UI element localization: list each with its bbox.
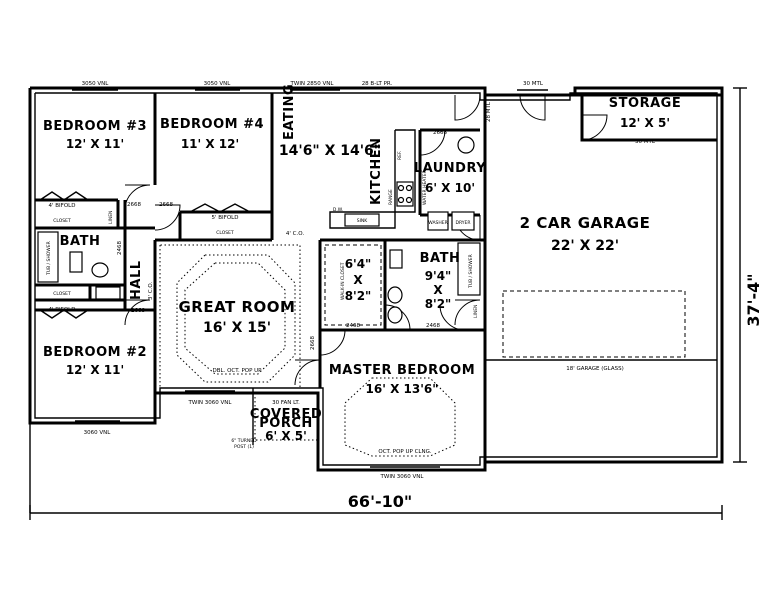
great-room-size: 16' X 15' [203,320,271,336]
kitchen-label: KITCHEN [369,138,384,205]
hall-label: HALL [129,260,144,300]
bedroom3-size: 12' X 11' [66,137,124,151]
hall-tub [37,231,59,283]
note-bifold-b2: 4' BIFOLD [49,307,76,313]
note-front-door: 28 B-LT PR. [362,81,393,87]
note-wh: WATER HEATER [422,170,428,205]
laundry-name: LAUNDRY [414,161,486,176]
bedroom2-size: 12' X 11' [66,363,124,377]
note-range: RANGE [388,189,394,205]
note-door-laundry: 2668 [433,130,447,136]
ceiling-outlines [159,244,456,457]
garage-name: 2 CAR GARAGE [520,214,651,232]
eating-label: EATING [282,84,297,140]
wic-size-x: X [353,273,363,287]
washer-icon [427,211,449,231]
wic-size-1: 6'4" [345,257,372,271]
note-walk-in: WALK-IN CLOSET [340,262,346,300]
note-garage-win: 30 MTL [523,81,544,87]
note-door-bath: 2468 [117,241,123,255]
note-door-b2: 2668 [131,308,145,314]
garage-door [485,290,717,361]
wic-size-2: 8'2" [345,289,372,303]
bedroom3-name: BEDROOM #3 [43,119,147,134]
note-door-b4: 2668 [159,202,173,208]
note-win-eating: TWIN 2850 VNL [290,81,335,87]
note-sink: SINK [357,218,369,224]
note-bifold-b3: 4' BIFOLD [49,203,76,209]
note-garage-door: 18' GARAGE (GLASS) [566,366,624,372]
note-linen-master: LINEN [473,305,479,318]
door-swings [124,94,608,386]
master-sink-2 [387,306,403,324]
porch-line2: PORCH [259,416,313,431]
master-bath-size-1: 9'4" [425,269,452,283]
hall-shower [95,286,121,300]
note-storage-door: 30 MTL [635,139,656,145]
fixtures [37,136,481,324]
note-post-1: 6" TURNED [231,438,257,444]
master-sink-1 [387,286,403,304]
bedroom2-name: BEDROOM #2 [43,345,147,360]
garage-size: 22' X 22' [551,238,619,254]
note-win-b4: 3050 VNL [204,81,232,87]
note-tub-master: TUB / SHOWER [468,254,474,289]
note-bifold-b4: 5' BIFOLD [212,215,239,221]
bedroom4-name: BEDROOM #4 [160,117,264,132]
dimension-lines [29,87,747,520]
master-tub [457,242,481,296]
note-dryer: DRYER [455,220,470,226]
note-win-b3: 3050 VNL [82,81,110,87]
note-washer: WASHER [428,220,448,226]
note-fridge: REF. [397,151,403,160]
master-bath-name: BATH [420,251,461,266]
note-closet-b4: CLOSET [216,230,234,236]
kitchen-size: 14'6" X 14'6" [279,143,381,159]
hall-toilet [69,251,83,273]
storage-size: 12' X 5' [620,116,670,130]
note-door-great: 2668 [310,336,316,350]
laundry-size: 6' X 10' [425,181,475,195]
note-win-b2: 3060 VNL [84,430,112,436]
note-co-kitchen: 4' C.O. [286,231,304,237]
note-door-wic: 2468 [346,323,360,329]
overall-depth: 37'-4" [744,273,763,326]
porch-size: 6' X 5' [265,429,307,443]
dryer-icon [451,211,475,231]
note-door-b3: 2668 [127,202,141,208]
note-closet-b3: CLOSET [53,218,71,224]
note-mtl-door: 28 MTL [486,101,492,122]
master-toilet [389,249,403,269]
note-post-2: POST (1) [234,444,254,450]
plan-notes: 3050 VNL 3050 VNL TWIN 2850 VNL 28 B-LT … [46,81,656,480]
note-dw: D.W. [333,207,343,213]
note-win-great: TWIN 3060 VNL [188,400,233,406]
storage-name: STORAGE [609,96,681,111]
hall-sink [91,262,109,278]
kitchen-sink [344,213,380,227]
windows [72,87,548,468]
bifold-doors [39,191,251,319]
porch-line1: COVERED [250,407,322,422]
note-porch-fan: 30 FAN LT. [272,400,300,406]
water-heater-icon [457,136,475,154]
note-door-mbath: 2468 [426,323,440,329]
master-size: 16' X 13'6" [366,382,439,396]
bedroom4-size: 11' X 12' [181,137,239,151]
master-name: MASTER BEDROOM [329,363,475,378]
hall-bath-name: BATH [60,234,101,249]
note-tub-hall: TUB / SHOWER [46,241,52,276]
note-great-clg: DBL. OCT. POP UP [213,368,263,374]
note-master-clg: OCT. POP UP CLNG. [378,449,431,455]
master-bath-size-x: X [433,283,443,297]
note-win-master: TWIN 3060 VNL [380,474,425,480]
master-bath-size-2: 8'2" [425,297,452,311]
note-co-hall: 3' C.O. [148,282,154,300]
overall-width: 66'-10" [348,492,412,511]
great-room-name: GREAT ROOM [179,298,296,316]
note-closet-hall: CLOSET [53,291,71,297]
note-linen-hall: LINEN [108,211,114,224]
